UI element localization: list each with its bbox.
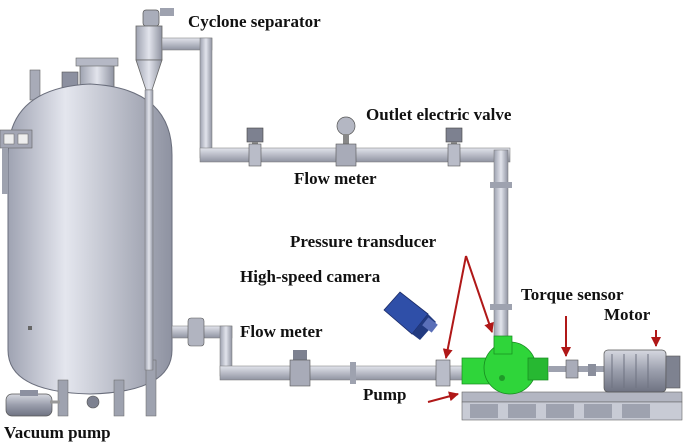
drive-train	[548, 349, 681, 393]
label-flow-meter-bottom: Flow meter	[240, 322, 323, 341]
label-torque-sensor: Torque sensor	[521, 285, 624, 304]
label-cyclone-separator: Cyclone separator	[188, 12, 321, 31]
label-pressure-transducer: Pressure transducer	[290, 232, 437, 251]
pump-base-frame	[461, 391, 683, 421]
high-speed-camera	[383, 291, 438, 340]
inlet-piping	[171, 317, 471, 387]
label-pump: Pump	[363, 385, 407, 404]
cyclone-separator	[135, 8, 174, 371]
storage-tank	[0, 57, 173, 417]
outlet-piping	[161, 37, 511, 351]
vacuum-pump-unit	[5, 390, 60, 417]
leader-arrows	[427, 255, 661, 403]
label-outlet-electric-valve: Outlet electric valve	[366, 105, 512, 124]
label-motor: Motor	[604, 305, 651, 324]
label-flow-meter-top: Flow meter	[294, 169, 377, 188]
top-line-valves	[246, 116, 512, 310]
label-high-speed-camera: High-speed camera	[240, 267, 381, 286]
centrifugal-pump	[461, 335, 549, 395]
label-vacuum-pump: Vacuum pump	[4, 423, 111, 442]
